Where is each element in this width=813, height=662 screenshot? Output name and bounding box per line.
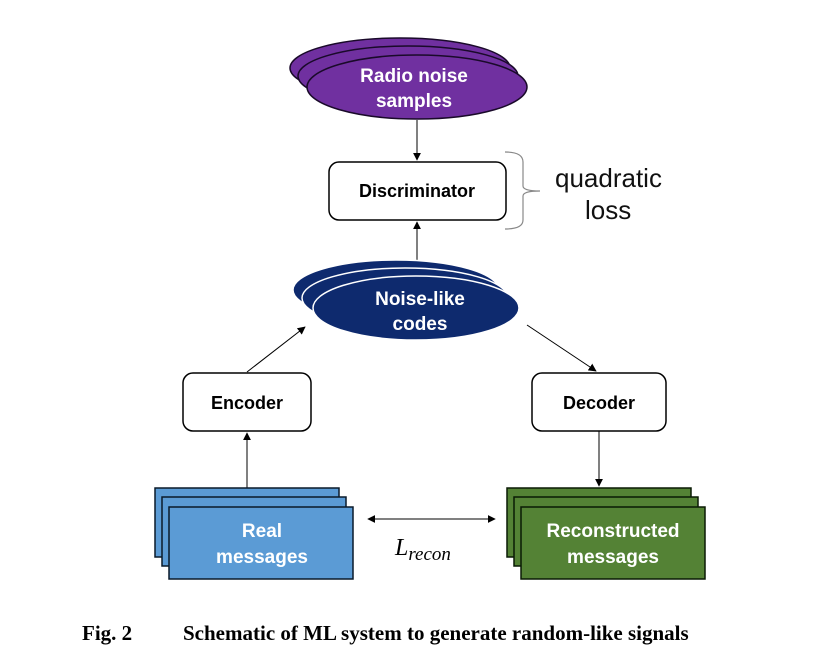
codes-ellipse-front (312, 275, 520, 341)
discriminator-node: Discriminator (328, 161, 507, 221)
radio-noise-samples-node: Radio noise samples (289, 37, 528, 120)
decoder-node: Decoder (531, 372, 667, 432)
radio-noise-label-line1: Radio noise (360, 66, 468, 87)
discriminator-label: Discriminator (359, 181, 475, 201)
codes-label-line2: codes (393, 314, 448, 335)
loss-brace (504, 151, 541, 230)
noise-like-codes-node: Noise-like codes (292, 259, 520, 341)
reconstructed-messages-node: Reconstructed messages (506, 487, 706, 580)
real-messages-node: Real messages (154, 487, 354, 580)
real-label-line2: messages (216, 547, 308, 568)
real-rect-front (168, 506, 354, 580)
loss-label-line1: quadratic (555, 163, 662, 193)
arrow-codes-to-decoder (526, 324, 597, 372)
encoder-node: Encoder (182, 372, 312, 432)
radio-noise-ellipse-front (306, 54, 528, 120)
figure-number: Fig. 2 (82, 621, 133, 645)
recon-label-line1: Reconstructed (546, 521, 679, 542)
recon-label-line2: messages (567, 547, 659, 568)
figure-caption-text: Schematic of ML system to generate rando… (183, 621, 689, 645)
recon-loss-label: Lrecon (394, 535, 451, 565)
encoder-label: Encoder (211, 393, 283, 413)
decoder-label: Decoder (563, 393, 635, 413)
loss-label-line2: loss (585, 195, 631, 225)
recon-rect-front (520, 506, 706, 580)
real-label-line1: Real (242, 521, 282, 542)
discriminator-box (328, 161, 507, 221)
arrow-encoder-to-codes (246, 326, 306, 373)
recon-loss-L: L (394, 535, 408, 561)
recon-loss-subscript: recon (408, 544, 451, 565)
encoder-box (182, 372, 312, 432)
codes-label-line1: Noise-like (375, 289, 465, 310)
radio-noise-label-line2: samples (376, 91, 452, 112)
